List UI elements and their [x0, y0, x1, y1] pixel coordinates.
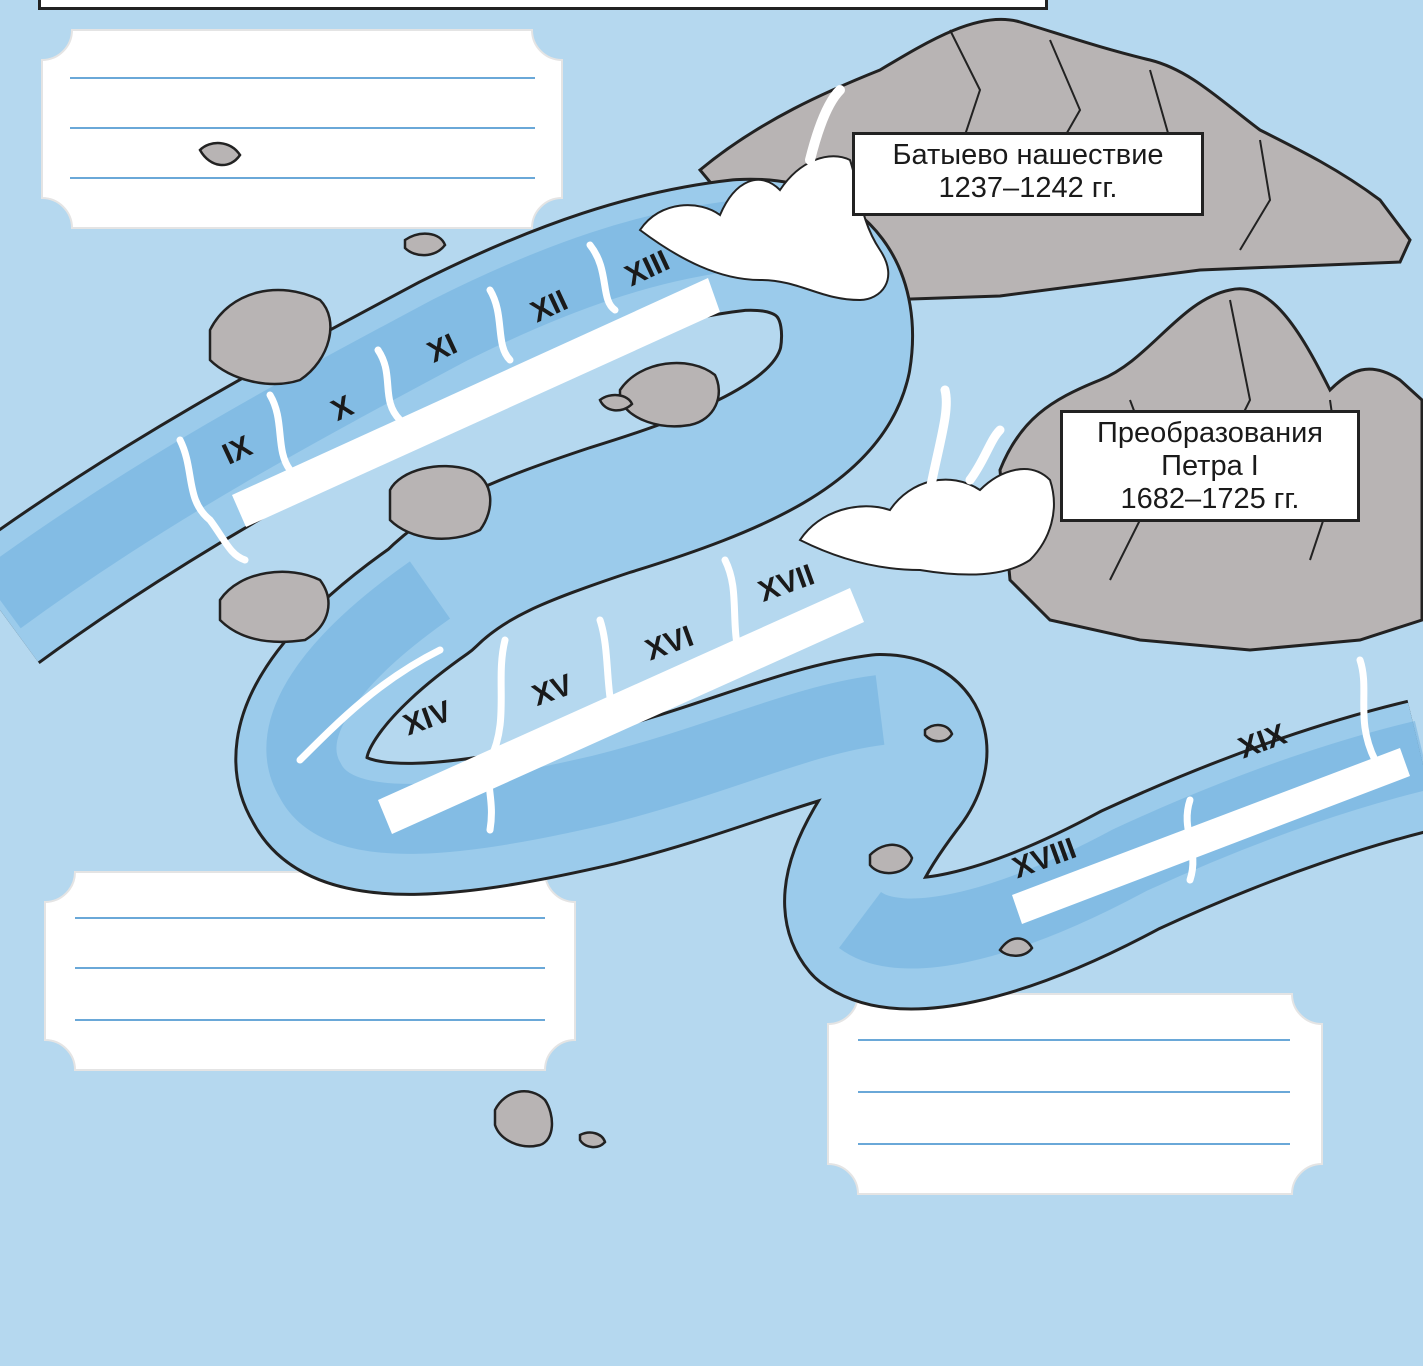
callout-batu-dates: 1237–1242 гг. [938, 172, 1118, 204]
callout-peter-dates: 1682–1725 гг. [1120, 483, 1300, 515]
century-dividers [176, 241, 1379, 884]
callout-peter-title: Преобразования [1097, 417, 1323, 449]
answer-box-top-left[interactable] [41, 29, 563, 229]
century-label-xvi: XVI [641, 620, 698, 668]
callout-batu-invasion: Батыево нашествие 1237–1242 гг. [852, 132, 1204, 216]
callout-peter-reforms: Преобразования Петра I 1682–1725 гг. [1060, 410, 1360, 522]
callout-batu-title: Батыево нашествие [892, 139, 1164, 171]
river-answer-strips[interactable] [232, 278, 1410, 924]
callout-peter-name: Петра I [1161, 450, 1259, 482]
splash-peter [798, 385, 1055, 576]
header-frame [38, 0, 1048, 10]
century-label-xv: XV [528, 668, 577, 713]
answer-box-bottom-left[interactable] [44, 871, 576, 1071]
answer-box-bottom-right[interactable] [827, 993, 1323, 1195]
century-label-xvii: XVII [754, 558, 819, 608]
rocks [198, 141, 1034, 1149]
